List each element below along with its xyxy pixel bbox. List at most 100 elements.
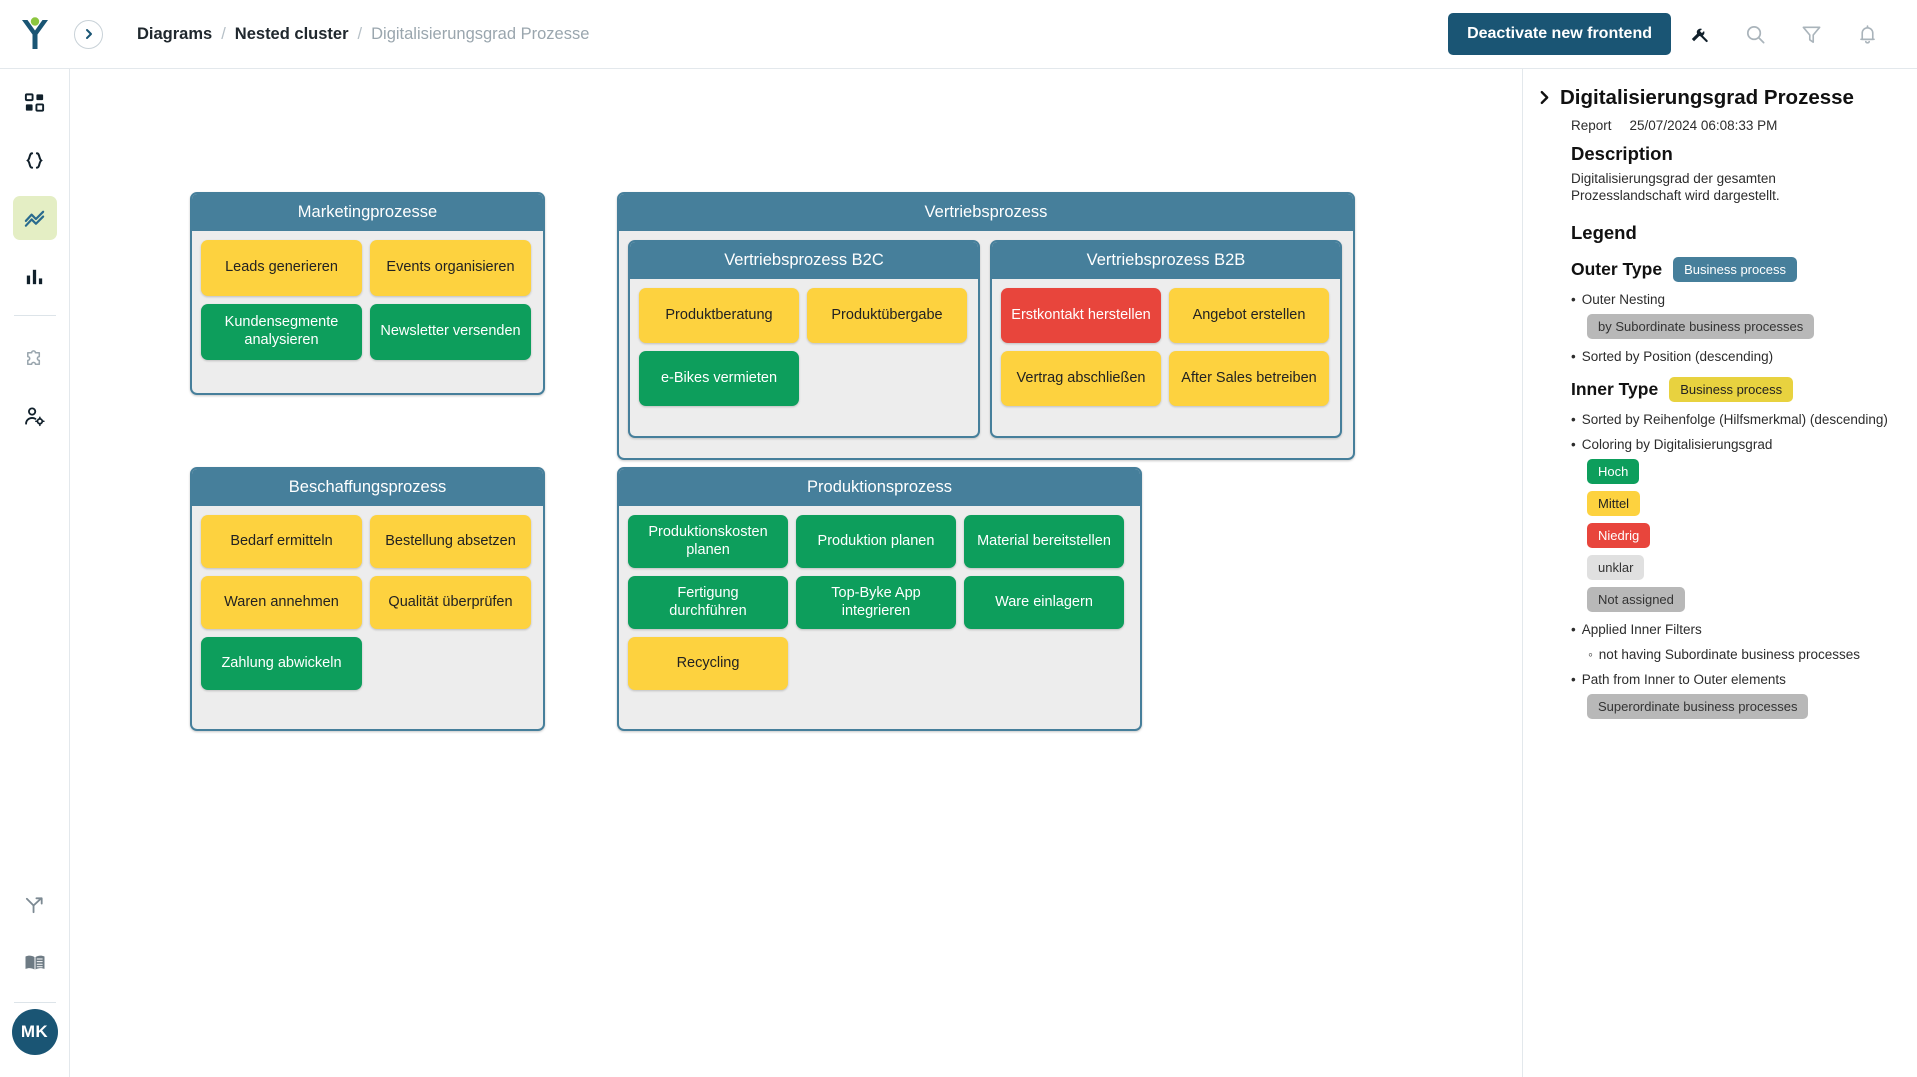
- outer-type-label: Outer Type: [1571, 259, 1663, 280]
- node-material-bereitstellen[interactable]: Material bereitstellen: [964, 515, 1124, 569]
- node-bestellung-absetzen[interactable]: Bestellung absetzen: [370, 515, 531, 569]
- node-bedarf-ermitteln[interactable]: Bedarf ermitteln: [201, 515, 362, 569]
- breadcrumb-item-nested-cluster[interactable]: Nested cluster: [234, 24, 349, 43]
- inner-type-label: Inner Type: [1571, 379, 1659, 400]
- node-produktionskosten-planen[interactable]: Produktionskosten planen: [628, 515, 788, 569]
- color-swatch-unklar[interactable]: unklar: [1587, 555, 1645, 581]
- bullet-marker: [1571, 622, 1576, 637]
- path-badge[interactable]: Superordinate business processes: [1587, 694, 1809, 720]
- path-bullet: Path from Inner to Outer elements: [1571, 672, 1903, 687]
- breadcrumb: Diagrams / Nested cluster / Digitalisier…: [137, 25, 589, 44]
- cluster-title: Vertriebsprozess: [619, 194, 1353, 232]
- avatar[interactable]: MK: [11, 1009, 58, 1055]
- cluster-produktionsprozess[interactable]: Produktionsprozess Produktionskosten pla…: [617, 467, 1142, 731]
- node-produktberatung[interactable]: Produktberatung: [639, 288, 799, 344]
- top-bar: Diagrams / Nested cluster / Digitalisier…: [0, 0, 1917, 69]
- path-label: Path from Inner to Outer elements: [1581, 672, 1786, 688]
- search-button[interactable]: [1727, 6, 1783, 62]
- color-swatch-not-assigned[interactable]: Not assigned: [1587, 587, 1685, 613]
- color-swatch-niedrig[interactable]: Niedrig: [1587, 523, 1651, 549]
- outer-nesting-badge[interactable]: by Subordinate business processes: [1587, 314, 1815, 340]
- applied-filters-bullet: Applied Inner Filters: [1571, 622, 1903, 637]
- outer-nesting-badge-wrap: by Subordinate business processes: [1587, 314, 1903, 340]
- node-waren-annehmen[interactable]: Waren annehmen: [201, 576, 362, 630]
- subcluster-vertriebsprozess-b2b[interactable]: Vertriebsprozess B2B Erstkontakt herstel…: [990, 240, 1342, 439]
- sidebar-collapse-button[interactable]: [74, 19, 103, 49]
- wrench-button[interactable]: [1671, 6, 1727, 62]
- breadcrumb-item-diagrams[interactable]: Diagrams: [137, 24, 213, 43]
- branch-arrow-icon: [25, 896, 43, 913]
- diagram-canvas[interactable]: Marketingprozesse Leads generieren Event…: [70, 69, 1522, 1077]
- node-after-sales-betreiben[interactable]: After Sales betreiben: [1169, 351, 1329, 407]
- node-qualitaet-ueberpruefen[interactable]: Qualität überprüfen: [370, 576, 531, 630]
- outer-nesting-label: Outer Nesting: [1581, 292, 1666, 308]
- node-zahlung-abwickeln[interactable]: Zahlung abwickeln: [201, 637, 362, 691]
- search-icon: [1746, 25, 1765, 44]
- deactivate-new-frontend-button[interactable]: Deactivate new frontend: [1448, 13, 1671, 55]
- legend-heading: Legend: [1571, 222, 1637, 244]
- panel-timestamp: 25/07/2024 06:08:33 PM: [1629, 117, 1778, 133]
- sidebar-item-user-admin[interactable]: [13, 394, 57, 438]
- color-swatch-mittel[interactable]: Mittel: [1587, 491, 1641, 517]
- node-ware-einlagern[interactable]: Ware einlagern: [964, 576, 1124, 630]
- panel-meta: Report 25/07/2024 06:08:33 PM: [1571, 118, 1903, 133]
- sidebar-item-documentation[interactable]: [13, 941, 57, 985]
- chevron-right-icon: [1540, 90, 1549, 105]
- cluster-title: Beschaffungsprozess: [192, 469, 543, 507]
- node-angebot-erstellen[interactable]: Angebot erstellen: [1169, 288, 1329, 344]
- cluster-marketingprozesse[interactable]: Marketingprozesse Leads generieren Event…: [190, 192, 545, 395]
- bullet-marker: [1588, 647, 1593, 662]
- node-recycling[interactable]: Recycling: [628, 637, 788, 691]
- sidebar-item-code[interactable]: [13, 138, 57, 182]
- color-swatch-hoch[interactable]: Hoch: [1587, 459, 1640, 485]
- cluster-body: Leads generieren Events organisieren Kun…: [192, 231, 543, 369]
- puzzle-piece-icon: [27, 349, 41, 365]
- sidebar-item-branch[interactable]: [13, 883, 57, 927]
- panel-collapse-button[interactable]: [1537, 86, 1552, 110]
- coloring-bullet: Coloring by Digitalisierungsgrad: [1571, 437, 1903, 452]
- node-erstkontakt-herstellen[interactable]: Erstkontakt herstellen: [1001, 288, 1161, 344]
- cluster-vertriebsprozess[interactable]: Vertriebsprozess Vertriebsprozess B2C Pr…: [617, 192, 1355, 460]
- outer-nesting-bullet: Outer Nesting: [1571, 292, 1903, 307]
- node-fertigung-durchfuehren[interactable]: Fertigung durchführen: [628, 576, 788, 630]
- panel-type-label: Report: [1571, 117, 1612, 133]
- y-logo-icon: [22, 17, 48, 49]
- sidebar-item-dashboard[interactable]: [13, 80, 57, 124]
- node-vertrag-abschliessen[interactable]: Vertrag abschließen: [1001, 351, 1161, 407]
- applied-filters-sub-bullet: not having Subordinate business processe…: [1588, 647, 1903, 662]
- book-icon: [25, 955, 44, 970]
- node-leads-generieren[interactable]: Leads generieren: [201, 240, 362, 297]
- outer-type-row: Outer Type Business process: [1571, 257, 1903, 283]
- outer-type-badge[interactable]: Business process: [1673, 257, 1797, 283]
- bullet-marker: [1571, 292, 1576, 307]
- description-heading: Description: [1571, 142, 1673, 164]
- subcluster-title: Vertriebsprozess B2B: [992, 242, 1340, 280]
- breadcrumb-separator: /: [357, 24, 363, 43]
- inner-type-badge[interactable]: Business process: [1669, 377, 1794, 403]
- sidebar-item-reports[interactable]: [13, 254, 57, 298]
- cluster-beschaffungsprozess[interactable]: Beschaffungsprozess Bedarf ermitteln Bes…: [190, 467, 545, 731]
- node-newsletter-versenden[interactable]: Newsletter versenden: [370, 304, 531, 361]
- left-sidebar: MK: [0, 69, 70, 1077]
- node-ebikes-vermieten[interactable]: e-Bikes vermieten: [639, 351, 799, 407]
- node-top-byke-app-integrieren[interactable]: Top-Byke App integrieren: [796, 576, 956, 630]
- wrench-icon: [1691, 28, 1708, 42]
- notifications-button[interactable]: [1839, 6, 1895, 62]
- cluster-body: Bedarf ermitteln Bestellung absetzen War…: [192, 506, 543, 699]
- cluster-body: Produktionskosten planen Produktion plan…: [619, 506, 1140, 699]
- filter-button[interactable]: [1783, 6, 1839, 62]
- path-badge-wrap: Superordinate business processes: [1587, 694, 1903, 720]
- node-produktuebergabe[interactable]: Produktübergabe: [807, 288, 967, 344]
- node-produktion-planen[interactable]: Produktion planen: [796, 515, 956, 569]
- node-kundensegmente-analysieren[interactable]: Kundensegmente analysieren: [201, 304, 362, 361]
- sidebar-item-integrations[interactable]: [13, 336, 57, 380]
- app-logo[interactable]: [0, 0, 70, 69]
- sidebar-item-diagrams[interactable]: [12, 196, 57, 240]
- subcluster-vertriebsprozess-b2c[interactable]: Vertriebsprozess B2C Produktberatung Pro…: [628, 240, 980, 439]
- subcluster-body: Erstkontakt herstellen Angebot erstellen…: [992, 279, 1340, 415]
- details-panel: Digitalisierungsgrad Prozesse Report 25/…: [1522, 69, 1917, 1077]
- panel-title: Digitalisierungsgrad Prozesse: [1560, 86, 1854, 109]
- node-events-organisieren[interactable]: Events organisieren: [370, 240, 531, 297]
- panel-header: Digitalisierungsgrad Prozesse: [1537, 86, 1903, 111]
